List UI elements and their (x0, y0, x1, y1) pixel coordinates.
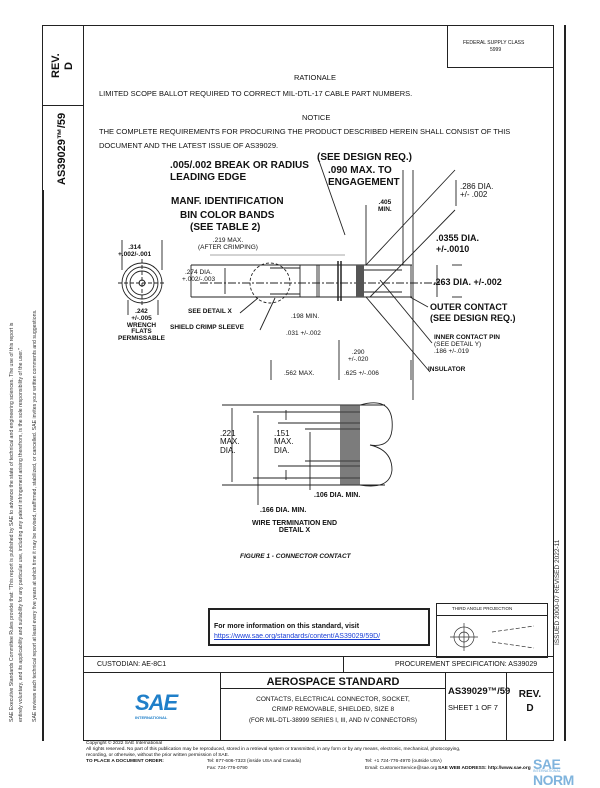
left-margin-text: SAE Executive Standards Committee Rules … (9, 309, 38, 723)
footer-tel-1: Tel: 877-606-7323 (inside USA and Canada… (207, 759, 302, 764)
title-desc-2: CRIMP REMOVABLE, SHIELDED, SIZE 8 (271, 706, 395, 713)
label-263-dia: .263 DIA. +/-.002 (433, 277, 502, 287)
procurement-spec: PROCUREMENT SPECIFICATION: AS39029 (395, 661, 538, 668)
label-290: .290+/-.020 (348, 349, 369, 363)
label-198-min: .198 MIN. (291, 313, 320, 320)
detail-x (222, 402, 393, 505)
label-562-max: .562 MAX. (284, 370, 315, 377)
notice-line1: THE COMPLETE REQUIREMENTS FOR PROCURING … (99, 127, 511, 136)
end-view (118, 240, 166, 315)
watermark-sub: INTERNATIONAL (533, 769, 561, 773)
sheet-number: SHEET 1 OF 7 (448, 703, 498, 712)
issue-dates: ISSUED 2000-07 REVISED 2022-11 (554, 539, 561, 645)
figure-caption: FIGURE 1 - CONNECTOR CONTACT (240, 553, 351, 560)
projection-divider (436, 615, 548, 616)
label-shield-crimp-sleeve: SHIELD CRIMP SLEEVE (170, 324, 244, 331)
notice-heading: NOTICE (302, 113, 331, 122)
custodian: CUSTODIAN: AE-8C1 (97, 661, 167, 668)
notice-line2: DOCUMENT AND THE LATEST ISSUE OF AS39029… (99, 141, 279, 150)
fsc-value: 5999 (490, 47, 502, 53)
rev-label: REV. (518, 689, 542, 700)
info-box (208, 608, 430, 646)
projection-label: THIRD ANGLE PROJECTION (452, 606, 513, 611)
left-margin-line (42, 190, 44, 741)
label-106-dia-min: .106 DIA. MIN. (314, 492, 361, 499)
title-desc-3: (FOR MIL-DTL-38999 SERIES I, III, AND IV… (248, 717, 417, 724)
label-bin-color-bands: BIN COLOR BANDS(SEE TABLE 2) (180, 210, 275, 233)
rev-value: D (526, 703, 534, 714)
label-outer-contact: OUTER CONTACT(SEE DESIGN REQ.) (430, 302, 516, 323)
contact-side-view (190, 157, 462, 400)
label-274-dia: .274 DIA.+.002/-.003 (182, 269, 216, 283)
rationale-text: LIMITED SCOPE BALLOT REQUIRED TO CORRECT… (99, 89, 413, 98)
footer-order-label: TO PLACE A DOCUMENT ORDER: (86, 759, 164, 764)
title-desc-1: CONTACTS, ELECTRICAL CONNECTOR, SOCKET, (256, 696, 410, 703)
label-dia-0355: .0355 DIA.+/-.0010 (436, 233, 480, 254)
footer-fax: Fax: 724-776-0790 (207, 766, 248, 771)
title-doc-number: AS39029™/59 (448, 686, 511, 697)
footer-rights-1: All rights reserved. No part of this pub… (86, 747, 461, 752)
footer-email: Email: CustomerService@sae.org (365, 766, 438, 771)
rev-cell (506, 672, 554, 741)
label-031: .031 +/-.002 (286, 330, 321, 337)
label-see-design-req-top: (SEE DESIGN REQ.) (317, 152, 413, 163)
label-manf-identification: MANF. IDENTIFICATION (171, 196, 284, 207)
sae-logo: SAE (135, 690, 178, 715)
fsc-label: FEDERAL SUPPLY CLASS (463, 40, 525, 46)
label-inner-contact-pin: INNER CONTACT PIN(SEE DETAIL Y).186 +/-.… (434, 334, 500, 355)
right-margin-line (564, 25, 566, 741)
footer-web: SAE WEB ADDRESS: http://www.sae.org (438, 766, 531, 771)
standard-link[interactable]: https://www.sae.org/standards/content/AS… (214, 633, 381, 640)
label-219-max: .219 MAX.(AFTER CRIMPING) (198, 237, 258, 251)
rationale-heading: RATIONALE (294, 73, 336, 82)
sae-logo-sub: INTERNATIONAL (135, 715, 168, 720)
projection-box (436, 603, 548, 658)
label-see-detail-x: SEE DETAIL X (188, 308, 232, 315)
federal-supply-class-box (447, 25, 554, 68)
title-divider (220, 688, 446, 689)
label-166-dia-min: .166 DIA. MIN. (260, 507, 307, 514)
label-insulator: INSULATOR (428, 366, 466, 373)
label-dia-286: .286 DIA.+/- .002 (460, 182, 494, 200)
title-heading: AEROSPACE STANDARD (266, 676, 400, 688)
label-314: .314+.002/-.001 (118, 244, 152, 258)
info-text: For more information on this standard, v… (214, 623, 360, 630)
footer-rights-2: recording, or otherwise, without the pri… (86, 753, 230, 758)
label-625: .625 +/-.006 (344, 370, 379, 377)
footer-copyright: Copyright © 2022 SAE International (86, 741, 163, 746)
footer-tel-2: Tel: +1 724-776-4970 (outside USA) (365, 759, 442, 764)
